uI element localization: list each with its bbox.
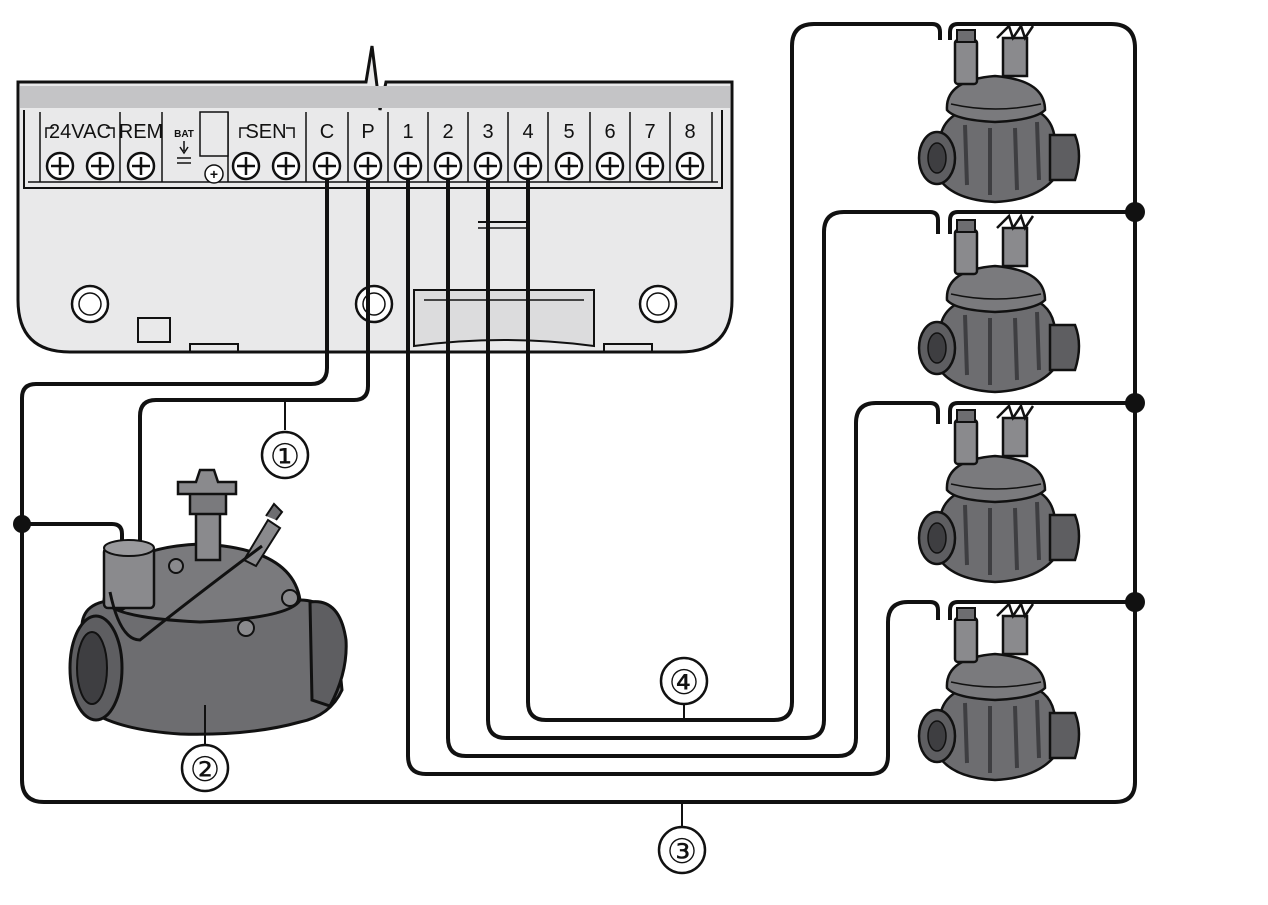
- label-zone-5: 5: [563, 121, 574, 143]
- screw-terminals: [45, 151, 705, 181]
- wire-zone-4: [526, 22, 942, 722]
- wire-common-branch: [948, 401, 1135, 424]
- screw-terminal-icon: [675, 151, 705, 181]
- label-zone-7: 7: [644, 121, 655, 143]
- wire-common-branch: [948, 600, 1135, 620]
- screw-terminal-icon: [513, 151, 543, 181]
- flow-control-handle-icon: [176, 468, 238, 496]
- callout-2-circle: [180, 743, 230, 793]
- label-zone-1: 1: [402, 121, 413, 143]
- wire-common: [20, 22, 1137, 804]
- screw-terminal-icon: [393, 151, 423, 181]
- zone-valve-1: [917, 24, 1081, 204]
- screw-terminal-icon: [126, 151, 156, 181]
- callout-3-circle: [657, 825, 707, 875]
- screw-terminal-icon: [635, 151, 665, 181]
- label-zone-3: 3: [482, 121, 493, 143]
- wire-common-master: [22, 522, 124, 546]
- label-zone-8: 8: [684, 121, 695, 143]
- wire-zone-1: [406, 180, 940, 776]
- screw-terminal-icon: [271, 151, 301, 181]
- junction-dot: [1125, 202, 1145, 222]
- screw-terminal-icon: [433, 151, 463, 181]
- master-valve: [68, 468, 348, 736]
- screw-terminal-icon: [45, 151, 75, 181]
- screw-terminal-icon: [353, 151, 383, 181]
- wire-pump-master: [138, 180, 370, 546]
- screw-terminal-icon: [231, 151, 261, 181]
- bat-plus-icon: [204, 164, 224, 184]
- label-bat-plus: +: [210, 166, 218, 182]
- terminal-labels: 24VAC REM BAT + SEN C P 1 2 3 4 5 6 7 8: [45, 121, 696, 184]
- callout-3: ③: [667, 833, 697, 871]
- bat-arrow-icon: [179, 141, 189, 155]
- label-24vac: 24VAC: [49, 121, 111, 143]
- junction-dot: [13, 515, 31, 533]
- label-zone-4: 4: [522, 121, 533, 143]
- controller-body: [16, 45, 734, 354]
- screw-terminal-icon: [85, 151, 115, 181]
- screw-terminal-icon: [312, 151, 342, 181]
- junction-dot: [1125, 393, 1145, 413]
- callout-4-circle: [659, 656, 709, 706]
- screw-terminal-icon: [595, 151, 625, 181]
- label-zone-6: 6: [604, 121, 615, 143]
- label-bat: BAT: [174, 129, 194, 140]
- wire-zone-3: [486, 180, 940, 740]
- callout-2: ②: [190, 751, 220, 789]
- screw-terminal-icon: [554, 151, 584, 181]
- zone-valve-2: [917, 214, 1081, 394]
- wires: [20, 22, 1137, 804]
- wire-zone-2: [446, 180, 940, 758]
- label-c: C: [320, 121, 334, 143]
- callout-1-circle: [260, 430, 310, 480]
- label-p: P: [361, 121, 374, 143]
- zone-valve-4: [917, 602, 1081, 782]
- wire-common-branch: [948, 210, 1135, 234]
- zone-valve-3: [917, 404, 1081, 584]
- controller-top-strip: [20, 86, 730, 108]
- label-zone-2: 2: [442, 121, 453, 143]
- callouts: ① ② ③ ④: [180, 400, 709, 875]
- label-rem: REM: [119, 121, 163, 143]
- junction-dots: [13, 202, 1145, 612]
- screw-terminal-icon: [473, 151, 503, 181]
- callout-4: ④: [669, 664, 699, 702]
- junction-dot: [1125, 592, 1145, 612]
- callout-1: ①: [270, 438, 300, 476]
- label-sen: SEN: [245, 121, 286, 143]
